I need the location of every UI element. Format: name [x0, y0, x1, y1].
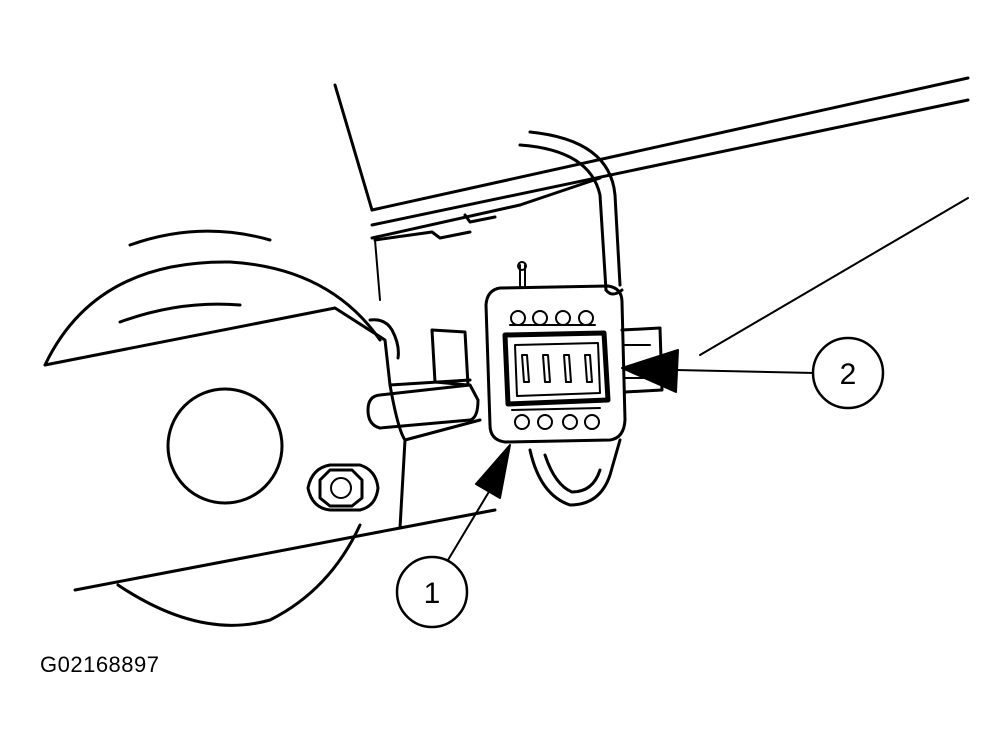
- control-arm: [43, 306, 497, 592]
- leader-line-2: [675, 197, 969, 374]
- callout-2: 2: [811, 336, 885, 410]
- callout-1-number: 1: [424, 577, 441, 610]
- leader-line-1: [447, 489, 491, 561]
- callout-1: 1: [395, 555, 469, 629]
- bolt-nut: [306, 463, 380, 512]
- figure-id-label: G02168897: [40, 652, 160, 677]
- arrow-callout-1: [475, 444, 511, 499]
- arrow-callout-2: [621, 349, 679, 393]
- arm-bushing-circle: [166, 387, 284, 505]
- wheel-disc: [43, 229, 400, 627]
- electrical-connector: [430, 261, 664, 444]
- callout-2-number: 2: [840, 358, 857, 391]
- wiring-harness: [518, 130, 624, 507]
- frame-rail: [333, 76, 970, 301]
